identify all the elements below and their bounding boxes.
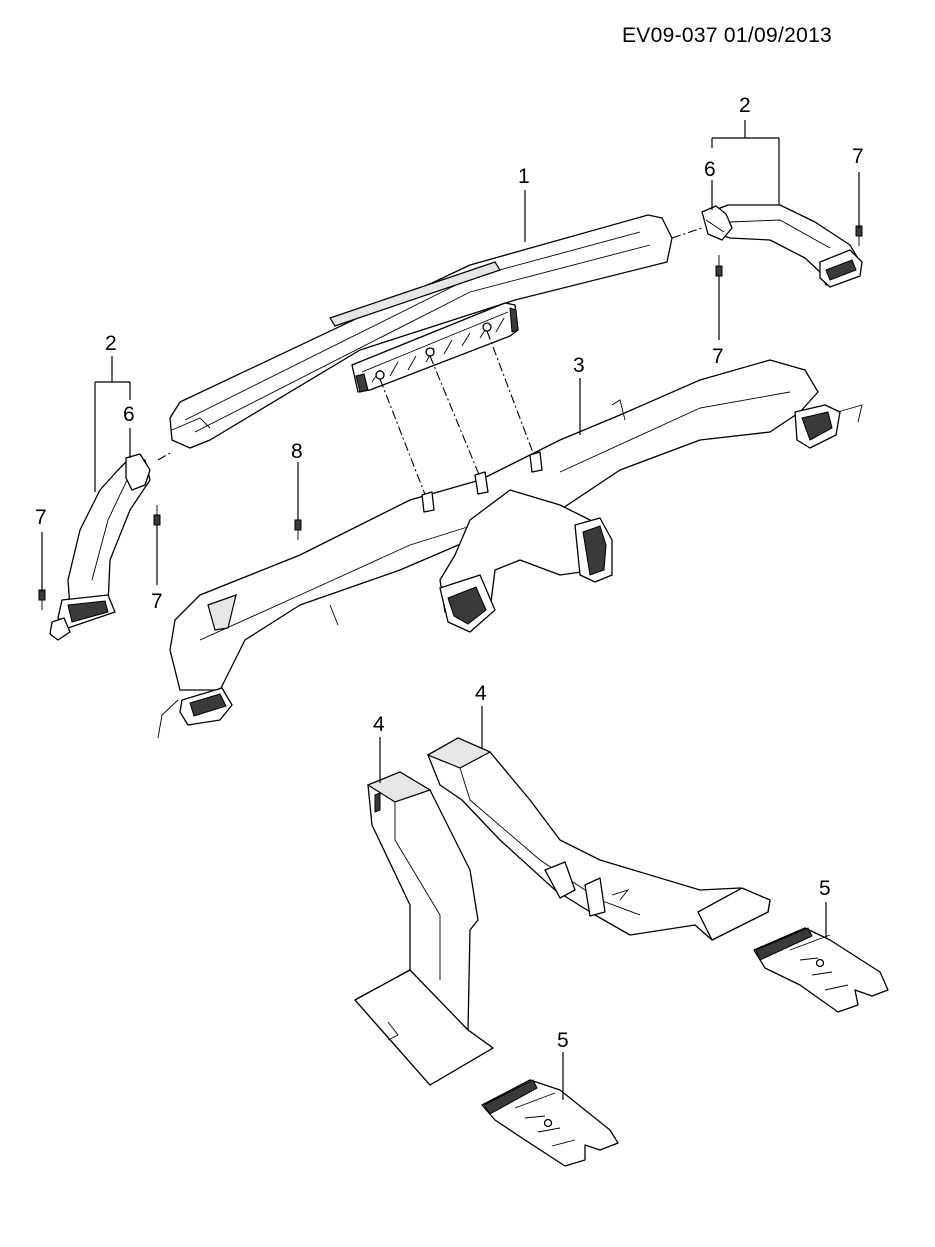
alignment-lines [157,227,703,498]
callout-7-right-top: 7 [852,145,864,168]
callout-6-right: 6 [704,158,716,181]
callout-2-right: 2 [739,94,751,117]
callout-7-right-bottom: 7 [712,345,724,368]
screw-7-left-outer-icon [38,589,46,610]
callout-5-right: 5 [819,877,831,900]
document-id: EV09-037 01/09/2013 [622,24,833,47]
callout-8: 8 [291,440,303,463]
callout-7-left-inner: 7 [151,590,163,613]
screw-7-right-bottom-icon [715,255,723,277]
callout-4-left: 4 [373,713,385,736]
part-2-right-side-duct [701,204,863,288]
callout-5-bottom: 5 [557,1029,569,1052]
part-3-main-duct [157,359,863,739]
screw-8-icon [294,519,302,540]
part-4-right-floor-duct [426,737,771,941]
callout-1: 1 [518,165,530,188]
callout-7-left-outer: 7 [35,506,47,529]
screw-7-right-top-icon [855,225,863,246]
callout-4-right: 4 [475,682,487,705]
callout-labels: 1 2 6 7 7 2 6 7 7 8 3 4 4 5 5 [35,94,864,1052]
part-5-right-outlet [753,927,889,1013]
callout-2-left: 2 [105,332,117,355]
fasteners [38,225,863,610]
part-5-bottom-outlet [481,1079,619,1167]
part-1-defroster-panel [169,214,673,449]
screw-7-left-inner-icon [153,505,161,526]
callout-6-left: 6 [123,403,135,426]
part-4-left-floor-duct [354,771,494,1086]
part-2-left-side-duct [49,453,151,641]
leader-lines [41,120,860,1100]
callout-3: 3 [573,354,585,377]
